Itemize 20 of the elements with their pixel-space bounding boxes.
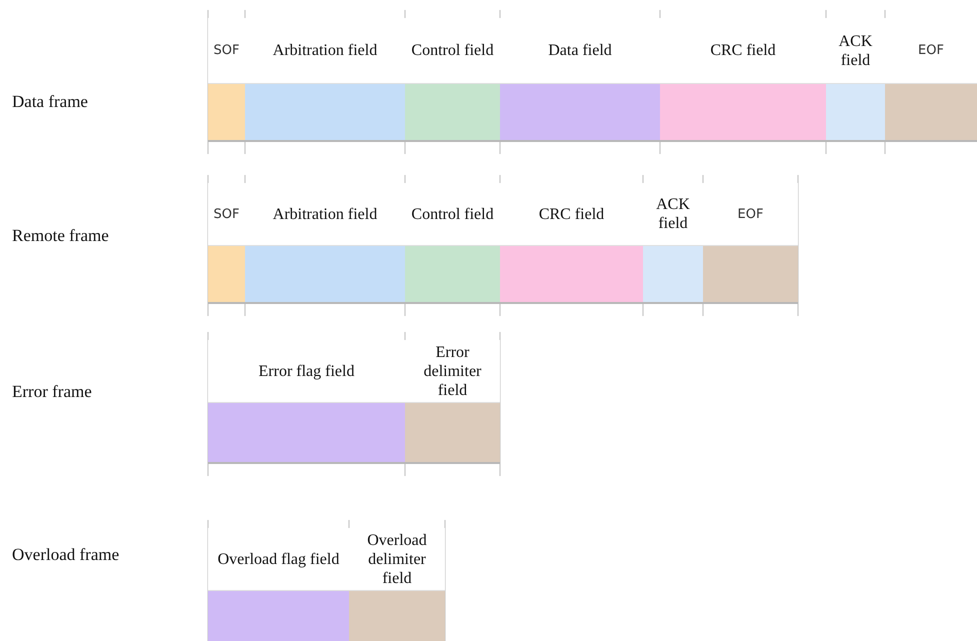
frame-type-label: Error frame	[12, 382, 92, 402]
field-label: Control field	[405, 18, 500, 83]
field-label: Overload delimiter field	[349, 528, 445, 590]
field-label: Error delimiter field	[405, 340, 500, 402]
field-label: Arbitration field	[245, 18, 405, 83]
field-label: Overload flag field	[208, 528, 349, 590]
field-label: ACK field	[643, 183, 703, 245]
field-label: CRC field	[660, 18, 826, 83]
field-label: Data field	[500, 18, 660, 83]
field-label: Arbitration field	[245, 183, 405, 245]
field-label: CRC field	[500, 183, 643, 245]
field-label: ACK field	[826, 18, 885, 83]
field-label: SOF	[208, 183, 245, 245]
field-label: Control field	[405, 183, 500, 245]
frame-type-label: Overload frame	[12, 545, 120, 565]
field-label: SOF	[208, 18, 245, 83]
field-label: Error flag field	[208, 340, 405, 402]
frame-type-label: Data frame	[12, 92, 88, 112]
field-label: EOF	[703, 183, 798, 245]
frame-type-label: Remote frame	[12, 226, 109, 246]
